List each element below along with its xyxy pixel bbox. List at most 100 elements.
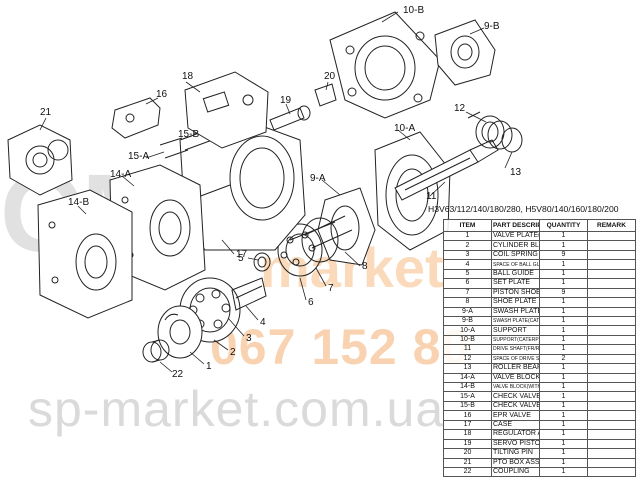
cell-item: 2 — [443, 240, 492, 251]
callout-9-a: 9-A — [310, 173, 326, 184]
part-1-valve-plate — [157, 305, 203, 359]
cell-remark — [587, 297, 636, 308]
callout-14-b: 14-B — [68, 197, 90, 208]
callout-11: 11 — [426, 191, 437, 202]
callout-1: 1 — [206, 361, 212, 372]
model-title: H3V63/112/140/180/280, H5V80/140/160/180… — [428, 204, 619, 214]
cell-item: 16 — [443, 410, 492, 421]
cell-item: 10-B — [443, 334, 492, 346]
cell-item: 11 — [443, 344, 492, 355]
cell-remark — [587, 268, 636, 280]
cell-item: 10-A — [443, 325, 492, 336]
cell-quantity: 1 — [539, 315, 588, 327]
cell-remark — [587, 448, 636, 459]
cell-item: 15-A — [443, 391, 492, 402]
cell-item: 9-B — [443, 315, 492, 327]
cell-item: 9-A — [443, 306, 492, 317]
cell-remark — [587, 429, 636, 440]
cell-description: DRIVE SHAFT(FR/RR) — [491, 344, 540, 355]
cell-quantity: 1 — [539, 297, 588, 308]
cell-quantity: 1 — [539, 278, 588, 289]
cell-item: 6 — [443, 278, 492, 289]
cell-description: PISTON SHOE — [491, 287, 540, 299]
cell-quantity: 9 — [539, 287, 588, 299]
cell-remark — [587, 259, 636, 270]
cell-item: 14-A — [443, 372, 492, 384]
cell-item: 5 — [443, 268, 492, 280]
cell-remark — [587, 287, 636, 299]
cell-description: TILTING PIN — [491, 448, 540, 459]
cell-quantity: 9 — [539, 249, 588, 261]
cell-quantity: 1 — [539, 419, 588, 431]
cell-quantity: 1 — [539, 334, 588, 346]
cell-quantity: 1 — [539, 438, 588, 450]
cell-item: 3 — [443, 249, 492, 261]
callout-16: 16 — [156, 89, 168, 100]
part-12-13-bearing — [467, 111, 523, 153]
cell-quantity: 1 — [539, 400, 588, 412]
cell-description: CYLINDER BLOCK — [491, 240, 540, 251]
callout-8: 8 — [362, 261, 368, 272]
cell-description: SWASH PLATE — [491, 306, 540, 317]
cell-remark — [587, 457, 636, 468]
callout-19: 19 — [280, 95, 292, 106]
cell-description: REGULATOR ASSY — [491, 429, 540, 440]
cell-item: 21 — [443, 457, 492, 468]
cell-description: COUPLING — [491, 466, 540, 477]
cell-item: 7 — [443, 287, 492, 299]
cell-item: 8 — [443, 297, 492, 308]
cell-quantity: 1 — [539, 268, 588, 280]
parts-table: ITEM PART DESCRIPTION QUANTITY REMARK 1V… — [443, 219, 636, 477]
part-5-ball-guide — [253, 252, 271, 272]
cell-quantity: 1 — [539, 466, 588, 477]
cell-quantity: 1 — [539, 230, 588, 242]
callout-14-a: 14-A — [110, 169, 132, 180]
cell-quantity: 1 — [539, 363, 588, 374]
cell-description: SET PLATE — [491, 278, 540, 289]
callout-9-b: 9-B — [484, 21, 500, 32]
callout-15-b: 15-B — [178, 129, 200, 140]
part-11-shaft — [394, 139, 499, 201]
callout-4: 4 — [260, 317, 266, 328]
callout-12: 12 — [454, 103, 466, 114]
cell-remark — [587, 230, 636, 242]
cell-description: CHECK VALVE-SHORT — [491, 391, 540, 402]
callout-6: 6 — [308, 297, 314, 308]
callout-5: 5 — [238, 253, 244, 264]
cell-quantity: 1 — [539, 381, 588, 393]
callout-20: 20 — [324, 71, 336, 82]
callout-22: 22 — [172, 369, 184, 380]
cell-remark — [587, 410, 636, 421]
cell-remark — [587, 353, 636, 365]
cell-quantity: 1 — [539, 344, 588, 355]
part-14a-valve-block — [109, 164, 206, 291]
cell-remark — [587, 278, 636, 289]
part-20-pin — [314, 83, 337, 107]
cell-item: 13 — [443, 363, 492, 374]
cell-description: SPACE OF DRIVE SHAFT — [491, 353, 540, 365]
part-10b-support — [329, 11, 441, 119]
cell-remark — [587, 466, 636, 477]
table-header-row: ITEM PART DESCRIPTION QUANTITY REMARK — [443, 219, 636, 232]
header-item: ITEM — [443, 219, 492, 232]
cell-remark — [587, 325, 636, 336]
part-14b-valve-block — [37, 189, 133, 319]
cell-description: BALL GUIDE — [491, 268, 540, 280]
cell-description: COIL SPRING — [491, 249, 540, 261]
callout-7: 7 — [328, 283, 334, 294]
part-21-pto — [7, 124, 73, 196]
cell-quantity: 1 — [539, 240, 588, 251]
cell-item: 15-B — [443, 400, 492, 412]
